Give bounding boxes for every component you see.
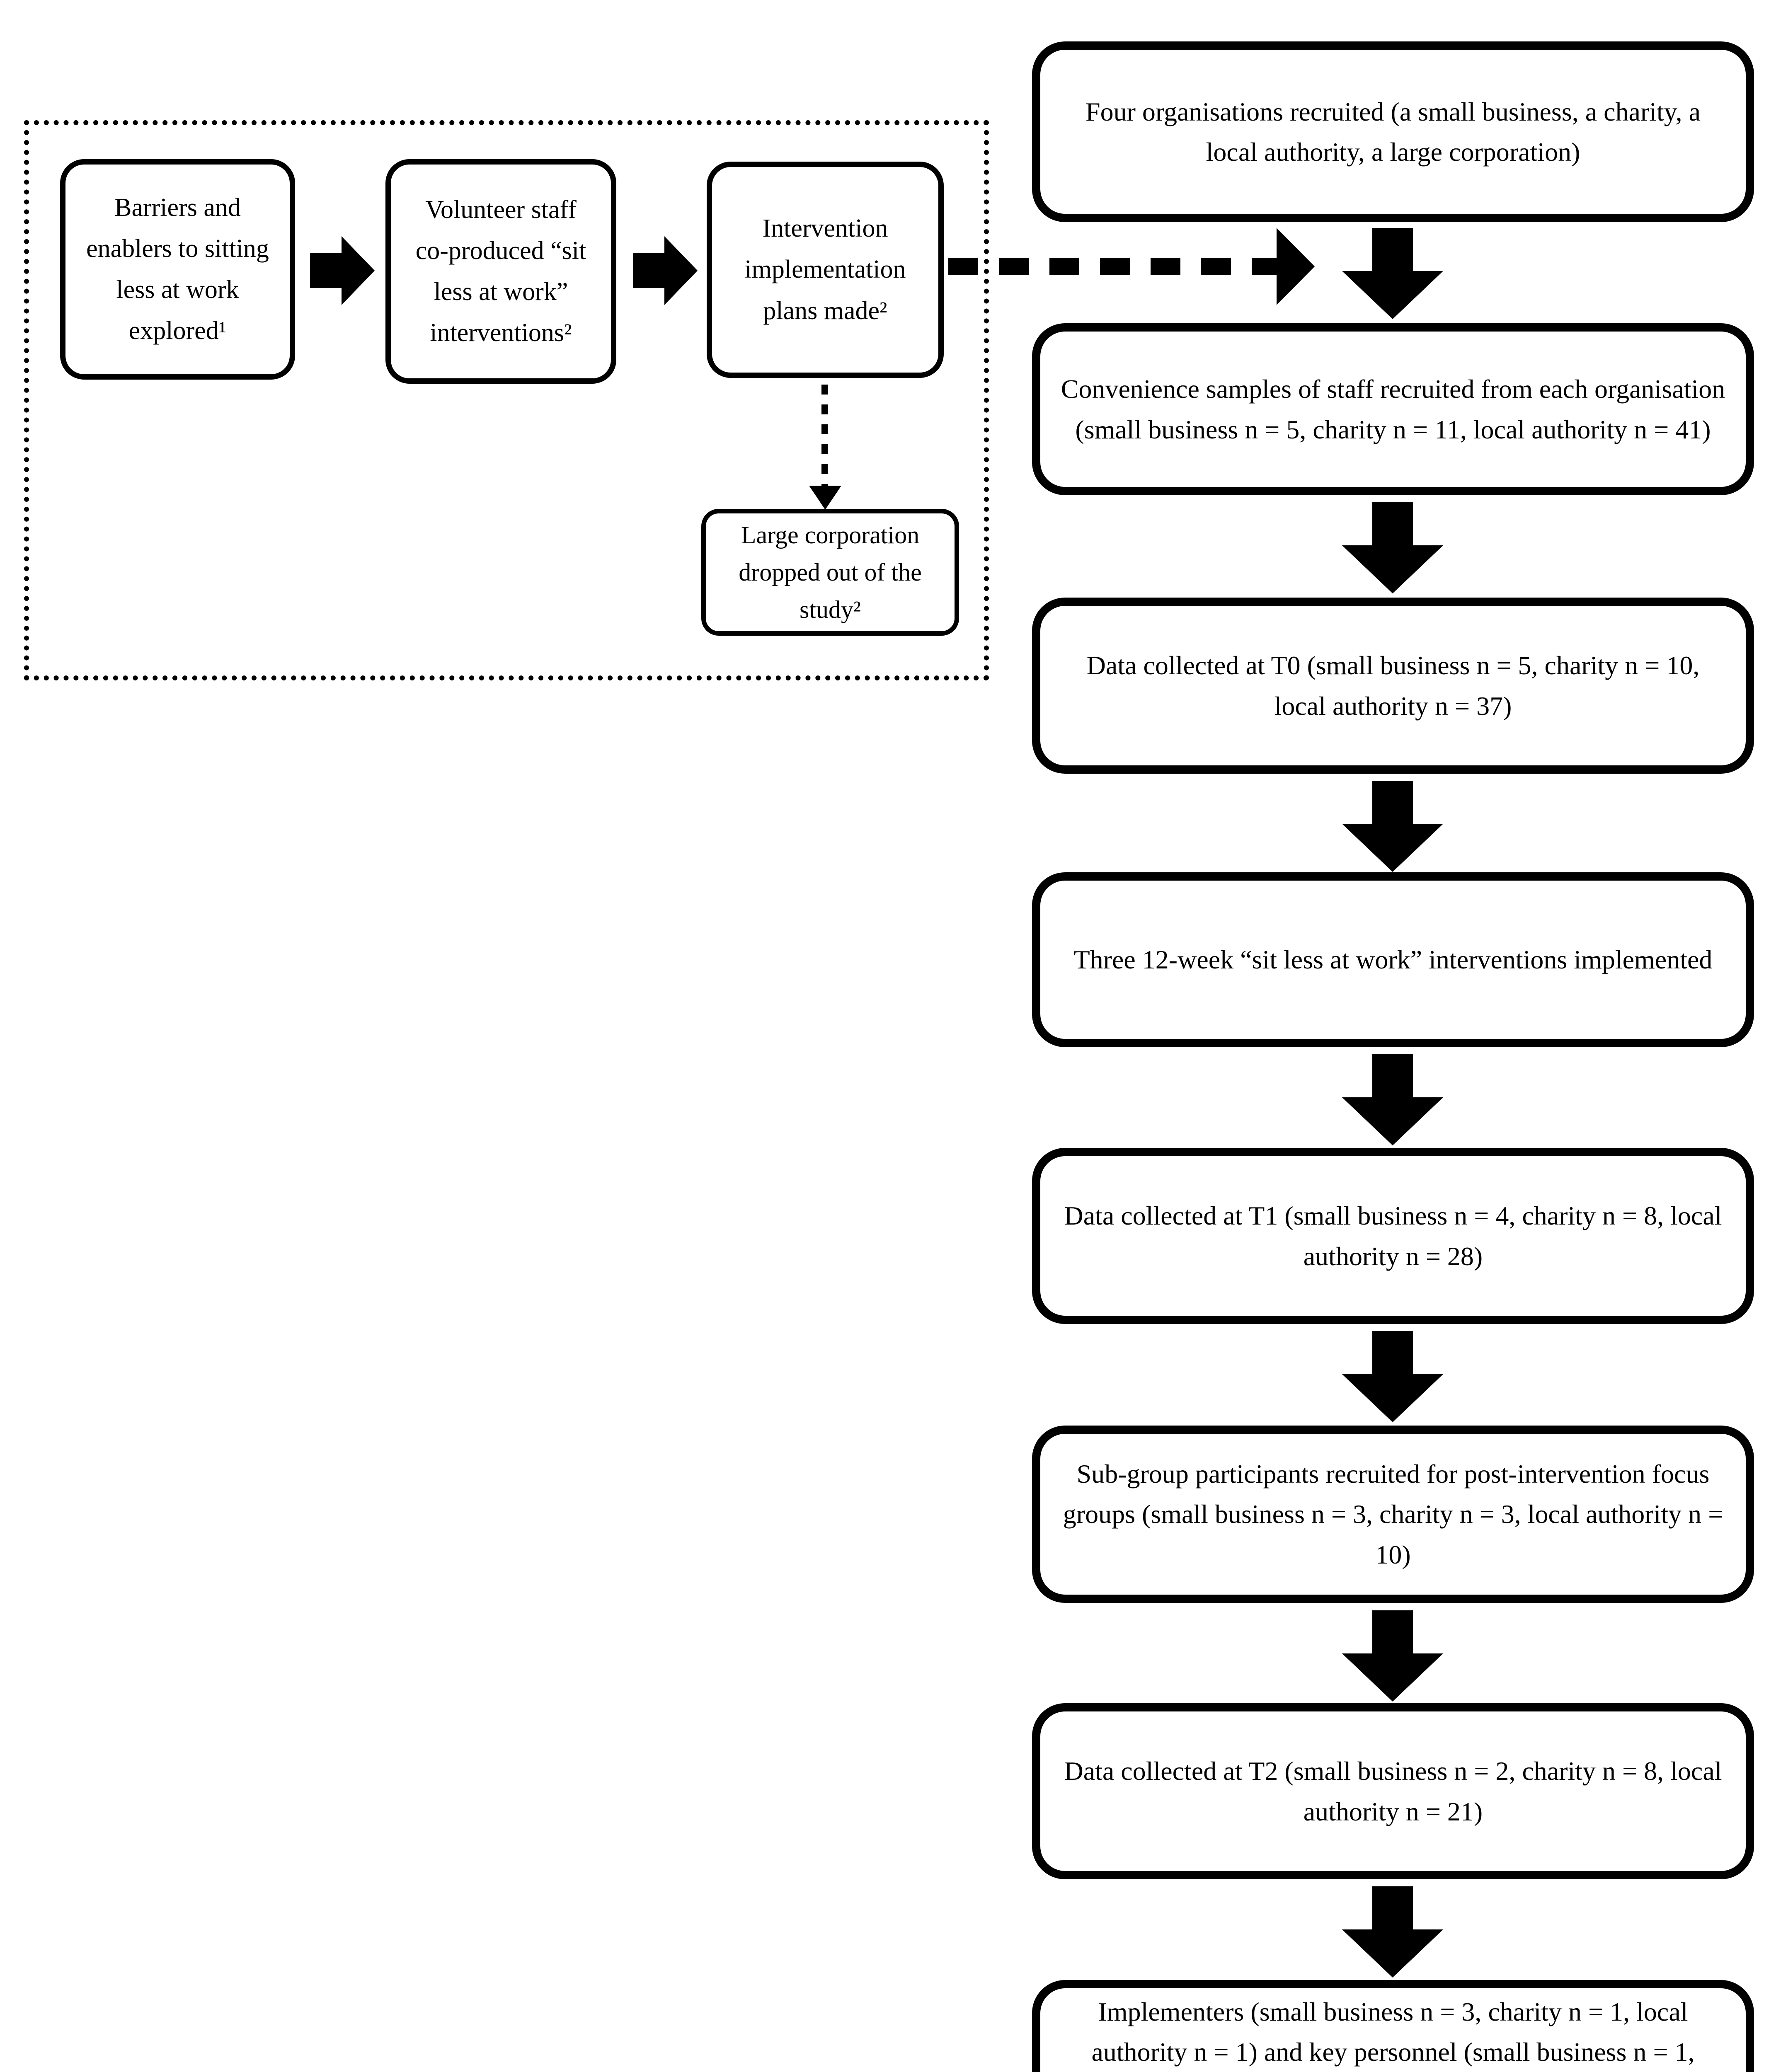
box-large-corporation-dropout: Large corporation dropped out of the stu…: [701, 509, 959, 636]
box-data-t1: Data collected at T1 (small business n =…: [1032, 1148, 1754, 1324]
box-subgroup-focus-groups-label: Sub-group participants recruited for pos…: [1063, 1459, 1723, 1569]
arrow-head: [1342, 545, 1443, 593]
arrow-stem: [1372, 228, 1413, 272]
box-barriers-enablers-label: Barriers and enablers to sitting less at…: [86, 193, 269, 345]
arrow-head: [664, 236, 698, 305]
block-arrow-down-icon: [1342, 1054, 1443, 1145]
block-arrow-down-icon: [1342, 781, 1443, 872]
box-data-t0: Data collected at T0 (small business n =…: [1032, 598, 1754, 774]
box-convenience-samples: Convenience samples of staff recruited f…: [1032, 323, 1754, 495]
arrow-head: [1342, 1097, 1443, 1145]
arrow-stem: [633, 253, 665, 288]
block-arrow-right-icon: [633, 236, 698, 305]
arrow-stem: [1372, 1610, 1413, 1654]
arrow-stem: [1372, 1331, 1413, 1375]
box-implementation-plans: Intervention implementation plans made²: [707, 162, 944, 378]
arrow-stem: [1372, 502, 1413, 546]
box-interventions-implemented-label: Three 12-week “sit less at work” interve…: [1073, 945, 1713, 975]
block-arrow-down-icon: [1342, 1331, 1443, 1422]
box-implementation-plans-label: Intervention implementation plans made²: [744, 214, 906, 325]
block-arrow-down-icon: [1342, 1886, 1443, 1978]
arrow-stem: [1372, 1886, 1413, 1930]
box-organisations-recruited-label: Four organisations recruited (a small bu…: [1085, 97, 1701, 167]
box-convenience-samples-label: Convenience samples of staff recruited f…: [1061, 374, 1725, 444]
arrow-head: [342, 236, 375, 305]
box-implementers-key-personnel: Implementers (small business n = 3, char…: [1032, 1980, 1754, 2072]
arrow-head: [1342, 271, 1443, 319]
box-volunteer-coproduction: Volunteer staff co-produced “sit less at…: [385, 159, 616, 384]
arrow-stem: [1372, 781, 1413, 825]
box-volunteer-coproduction-label: Volunteer staff co-produced “sit less at…: [415, 195, 586, 347]
box-subgroup-focus-groups: Sub-group participants recruited for pos…: [1032, 1426, 1754, 1603]
arrow-head: [1342, 824, 1443, 872]
block-arrow-down-icon: [1342, 502, 1443, 593]
block-arrow-right-icon: [310, 236, 375, 305]
box-data-t2-label: Data collected at T2 (small business n =…: [1064, 1756, 1722, 1826]
box-organisations-recruited: Four organisations recruited (a small bu…: [1032, 41, 1754, 222]
box-data-t0-label: Data collected at T0 (small business n =…: [1086, 651, 1700, 721]
dotted-arrow-down-head: [809, 486, 841, 510]
box-barriers-enablers: Barriers and enablers to sitting less at…: [60, 159, 295, 380]
dotted-arrow-down-icon: [821, 385, 828, 489]
block-arrow-down-icon: [1342, 228, 1443, 319]
dashed-arrow-right-head: [1277, 228, 1315, 305]
box-interventions-implemented: Three 12-week “sit less at work” interve…: [1032, 872, 1754, 1047]
block-arrow-down-icon: [1342, 1610, 1443, 1702]
box-large-corporation-dropout-label: Large corporation dropped out of the stu…: [739, 521, 922, 623]
arrow-stem: [310, 253, 342, 288]
box-data-t2: Data collected at T2 (small business n =…: [1032, 1703, 1754, 1879]
arrow-head: [1342, 1653, 1443, 1702]
dashed-arrow-right-icon: [948, 258, 1277, 275]
arrow-stem: [1372, 1054, 1413, 1098]
box-implementers-key-personnel-label: Implementers (small business n = 3, char…: [1091, 1997, 1695, 2067]
arrow-head: [1342, 1374, 1443, 1422]
arrow-head: [1342, 1929, 1443, 1978]
box-data-t1-label: Data collected at T1 (small business n =…: [1064, 1201, 1722, 1271]
